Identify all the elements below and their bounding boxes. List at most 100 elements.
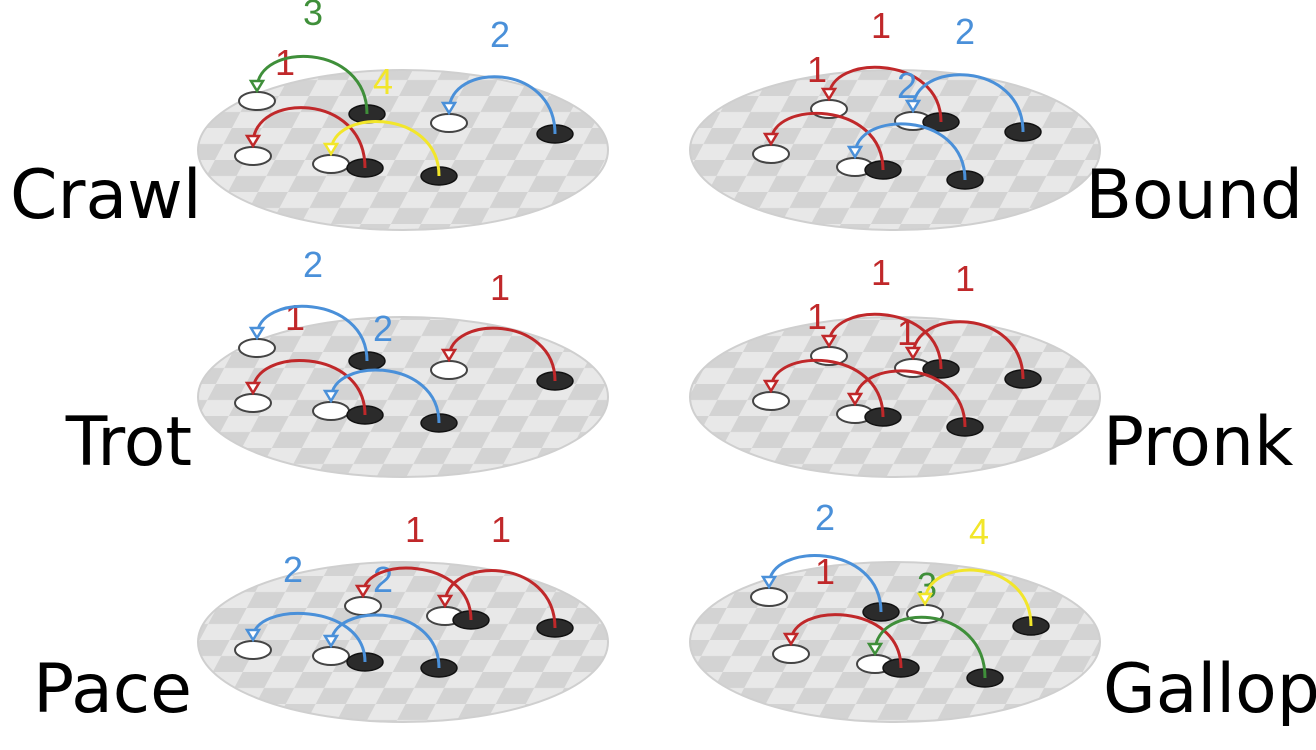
ground-plate bbox=[197, 69, 609, 231]
step-arrowhead bbox=[440, 348, 458, 363]
step-arrowhead bbox=[904, 346, 922, 361]
step-number: 4 bbox=[969, 511, 989, 552]
step-arrowhead bbox=[244, 134, 262, 149]
step-arc-front-left bbox=[789, 613, 903, 669]
step-arc-hind-left bbox=[853, 369, 967, 428]
step-arrowhead bbox=[354, 584, 372, 599]
target-footprint bbox=[752, 144, 790, 164]
target-footprint bbox=[312, 401, 350, 421]
step-arc-hind-left bbox=[873, 615, 987, 679]
step-arc-front-right bbox=[447, 75, 557, 135]
gait-label: Gallop bbox=[1103, 650, 1316, 729]
target-footprint bbox=[238, 91, 276, 111]
step-number: 1 bbox=[955, 258, 975, 299]
step-number: 1 bbox=[871, 5, 891, 46]
step-arrowhead bbox=[846, 392, 864, 407]
target-footprint bbox=[430, 113, 468, 133]
step-arc-hind-right bbox=[329, 368, 441, 424]
step-arrowhead bbox=[248, 79, 266, 94]
step-number: 2 bbox=[373, 559, 393, 600]
target-footprint bbox=[772, 644, 810, 664]
step-arc-hind-right bbox=[911, 73, 1025, 133]
target-footprint bbox=[750, 587, 788, 607]
step-number: 2 bbox=[303, 244, 323, 285]
step-number: 4 bbox=[373, 61, 393, 102]
step-arc-front-right bbox=[827, 312, 943, 370]
step-arc-hind-right bbox=[911, 320, 1025, 380]
step-arc-front-left bbox=[251, 359, 367, 416]
step-arc-front-right bbox=[767, 554, 883, 613]
ground-plate bbox=[689, 316, 1101, 478]
step-arc-hind-left bbox=[255, 54, 369, 115]
target-footprint bbox=[430, 360, 468, 380]
step-number: 2 bbox=[490, 14, 510, 55]
step-arrowhead bbox=[760, 575, 778, 590]
step-arrowhead bbox=[820, 87, 838, 102]
step-arc-hind-left bbox=[255, 304, 369, 362]
step-arrowhead bbox=[846, 145, 864, 160]
step-arrowhead bbox=[782, 632, 800, 647]
gait-panel-trot: Trot 1 1 2 2 bbox=[65, 244, 609, 482]
step-arrowhead bbox=[762, 132, 780, 147]
step-arc-hind-left bbox=[853, 122, 967, 181]
target-footprint bbox=[234, 640, 272, 660]
step-number: 1 bbox=[275, 42, 295, 83]
step-number: 1 bbox=[405, 509, 425, 550]
step-number: 1 bbox=[285, 297, 305, 338]
step-number: 1 bbox=[815, 551, 835, 592]
step-arc-front-right bbox=[447, 326, 557, 382]
target-footprint bbox=[752, 391, 790, 411]
step-arrowhead bbox=[904, 99, 922, 114]
step-number: 2 bbox=[955, 11, 975, 52]
step-arc-hind-right bbox=[443, 569, 557, 629]
step-number: 1 bbox=[807, 49, 827, 90]
step-arc-front-left bbox=[251, 106, 367, 169]
step-arrowhead bbox=[322, 389, 340, 404]
target-footprint bbox=[312, 154, 350, 174]
step-arrowhead bbox=[440, 101, 458, 116]
target-footprint bbox=[234, 393, 272, 413]
gait-label: Crawl bbox=[10, 156, 202, 235]
step-arc-front-left bbox=[769, 111, 885, 171]
step-number: 2 bbox=[815, 497, 835, 538]
step-number: 1 bbox=[807, 296, 827, 337]
step-arrowhead bbox=[322, 142, 340, 157]
step-number: 1 bbox=[490, 267, 510, 308]
step-arc-hind-right bbox=[329, 120, 441, 177]
step-arrowhead bbox=[436, 594, 454, 609]
step-arrowhead bbox=[244, 628, 262, 643]
step-arc-hind-left bbox=[361, 566, 473, 621]
step-number: 2 bbox=[897, 65, 917, 106]
step-number: 1 bbox=[871, 252, 891, 293]
step-number: 2 bbox=[283, 549, 303, 590]
target-footprint bbox=[234, 146, 272, 166]
step-number: 3 bbox=[303, 0, 323, 33]
target-footprint bbox=[312, 646, 350, 666]
gait-panel-crawl: Crawl 1 2 3 4 bbox=[10, 0, 609, 235]
step-arrowhead bbox=[762, 379, 780, 394]
step-arc-front-right bbox=[329, 613, 441, 669]
step-arc-front-left bbox=[769, 358, 885, 418]
gait-label: Pronk bbox=[1103, 403, 1294, 482]
step-arrowhead bbox=[322, 634, 340, 649]
step-number: 1 bbox=[897, 312, 917, 353]
step-arrowhead bbox=[916, 592, 934, 607]
step-arrowhead bbox=[820, 334, 838, 349]
step-arc-front-right bbox=[827, 65, 943, 123]
step-arrowhead bbox=[244, 381, 262, 396]
gait-label: Bound bbox=[1085, 156, 1303, 235]
gait-label: Trot bbox=[65, 403, 192, 482]
step-number: 1 bbox=[491, 509, 511, 550]
step-arrowhead bbox=[866, 642, 884, 657]
step-number: 2 bbox=[373, 308, 393, 349]
ground-plate bbox=[197, 316, 609, 478]
ground-plate bbox=[689, 69, 1101, 231]
step-arrowhead bbox=[248, 326, 266, 341]
target-footprint bbox=[238, 338, 276, 358]
step-arc-hind-right bbox=[923, 568, 1033, 627]
